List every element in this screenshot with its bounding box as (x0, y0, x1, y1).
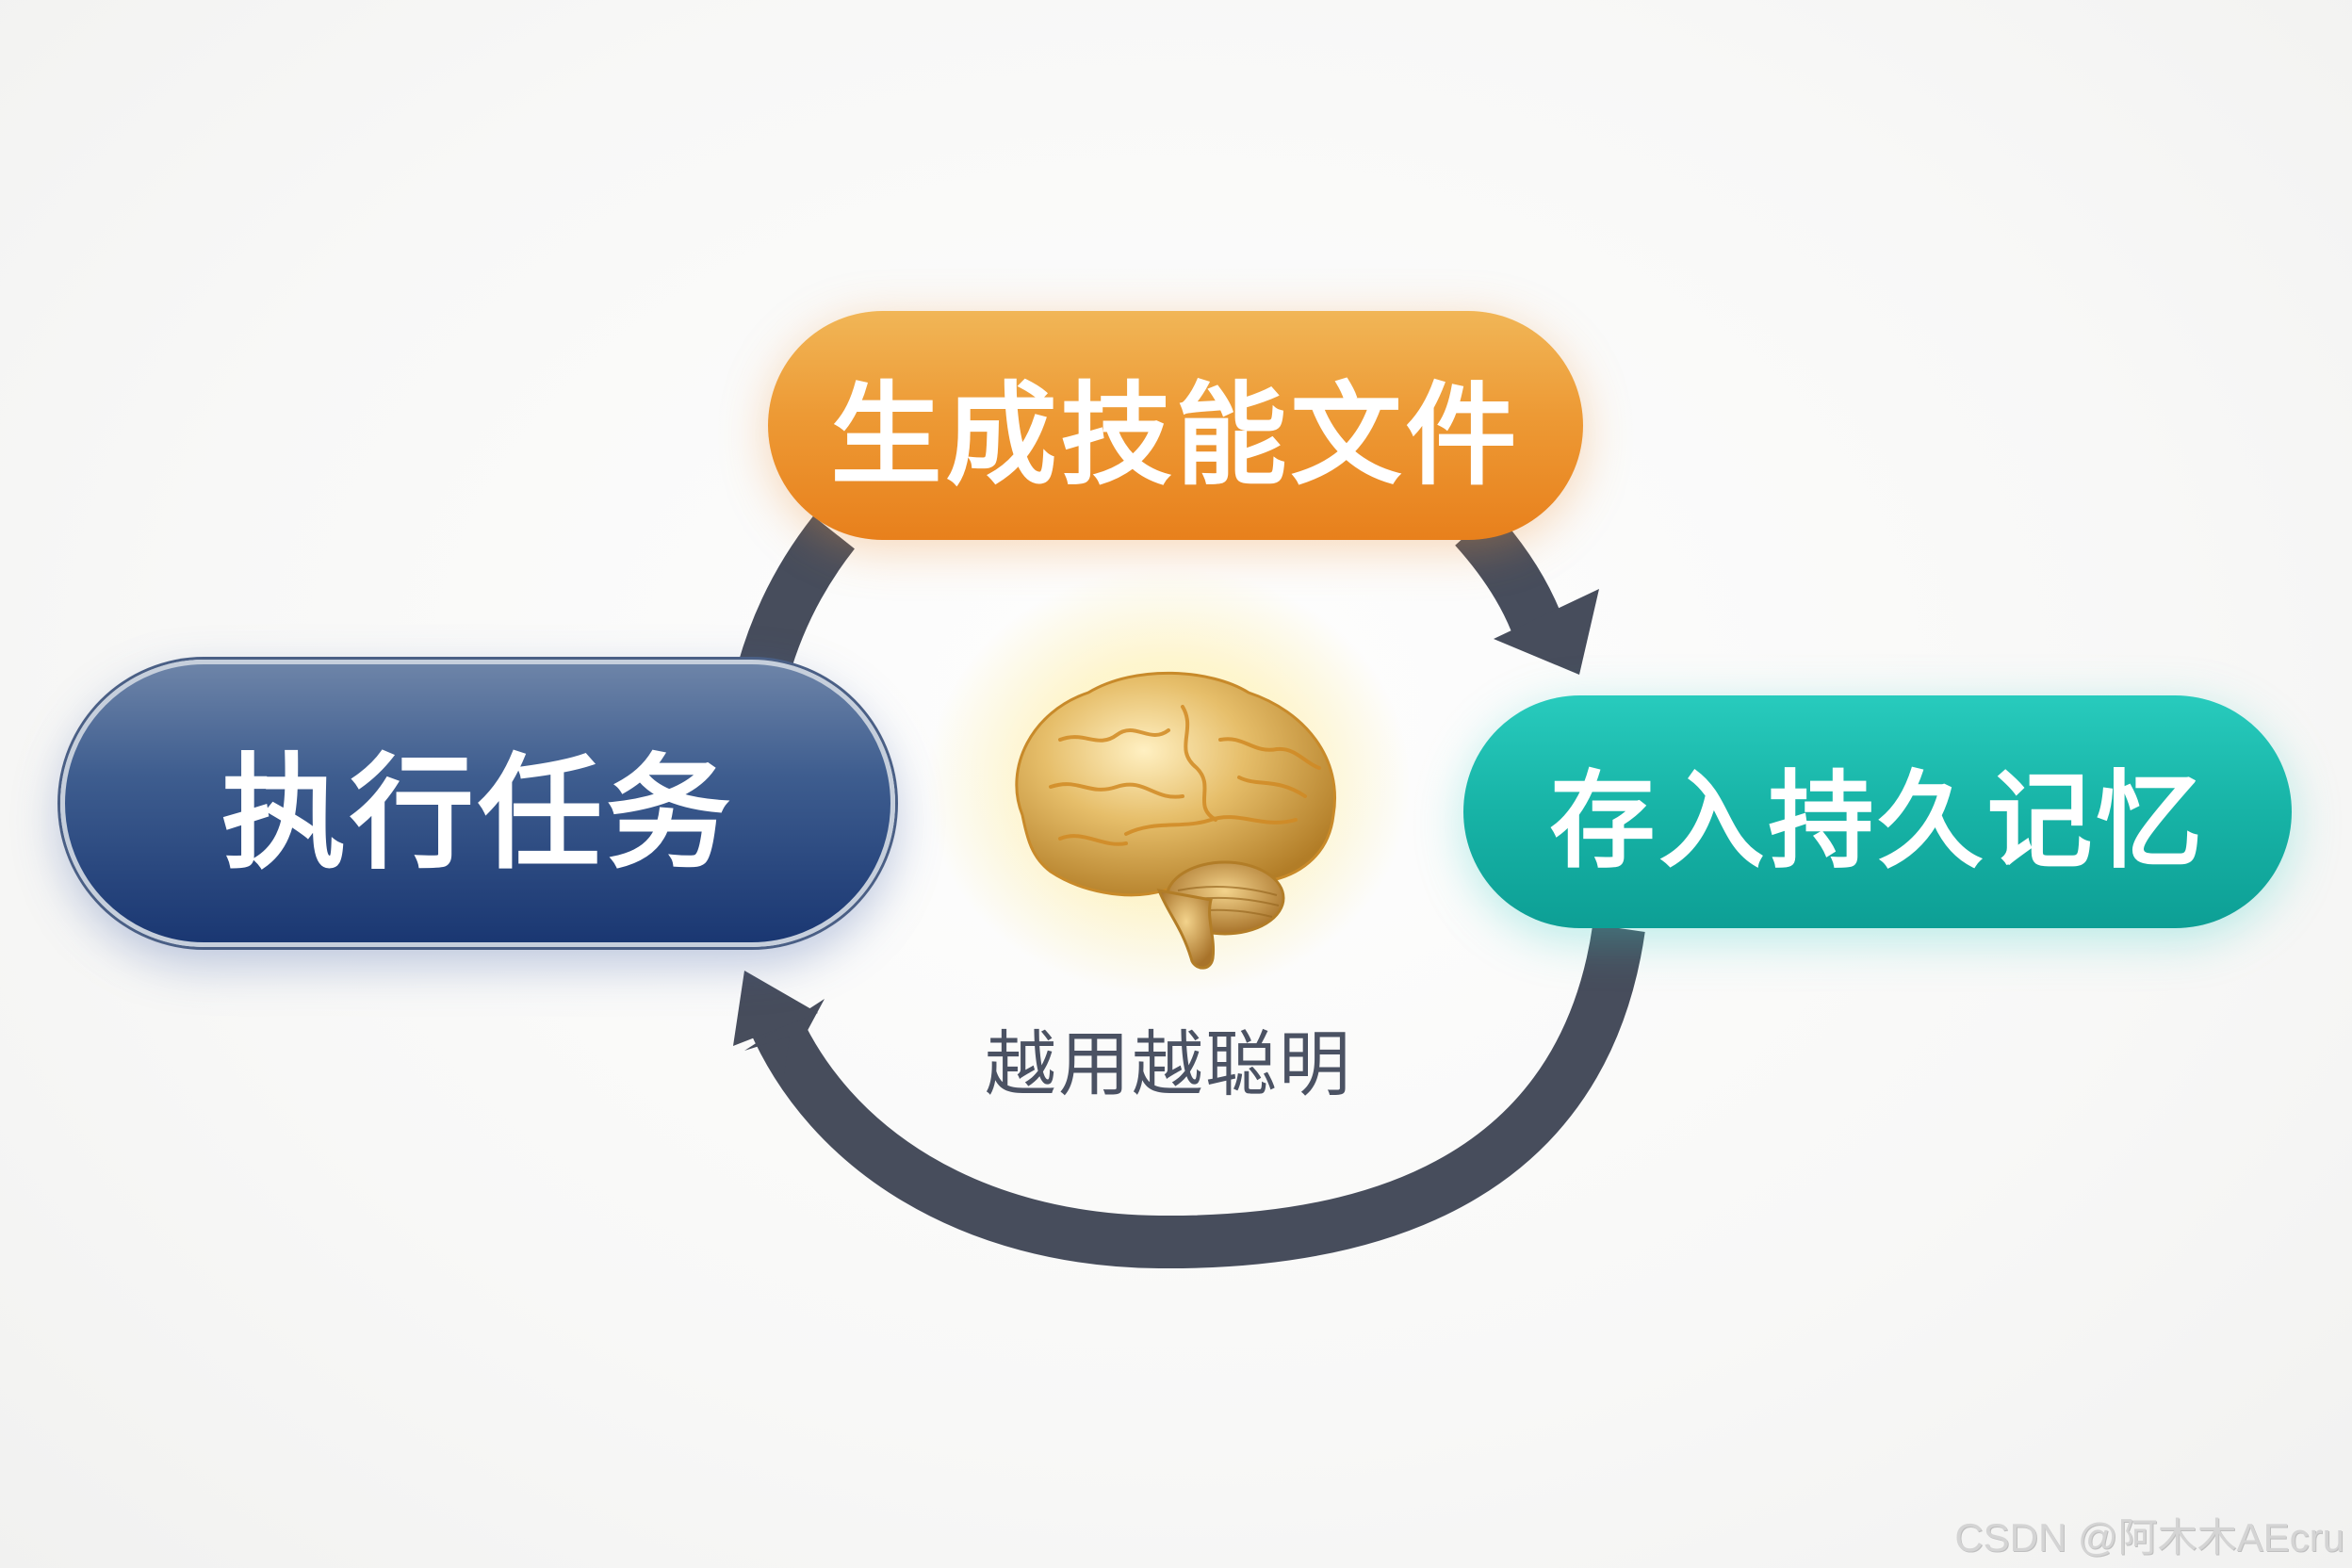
node-store-memory: 存入持久记忆 (1463, 695, 2292, 928)
watermark: CSDN @阿木木AEcru (1954, 1515, 2344, 1560)
arrow-generate-to-store (1455, 510, 1560, 632)
center-caption: 越用越聪明 (985, 1022, 1352, 1106)
node-label: 生成技能文件 (830, 370, 1521, 500)
golden-brain-icon (1015, 671, 1336, 970)
node-generate-skill-file: 生成技能文件 (768, 311, 1583, 540)
arrowhead-store-icon (1494, 589, 1599, 675)
node-label: 执行任务 (221, 742, 734, 887)
node-label: 存入持久记忆 (1549, 760, 2206, 883)
arrow-store-to-execute (748, 923, 1645, 1269)
node-execute-task: 执行任务 (60, 660, 895, 947)
arrow-execute-to-generate (738, 515, 856, 678)
